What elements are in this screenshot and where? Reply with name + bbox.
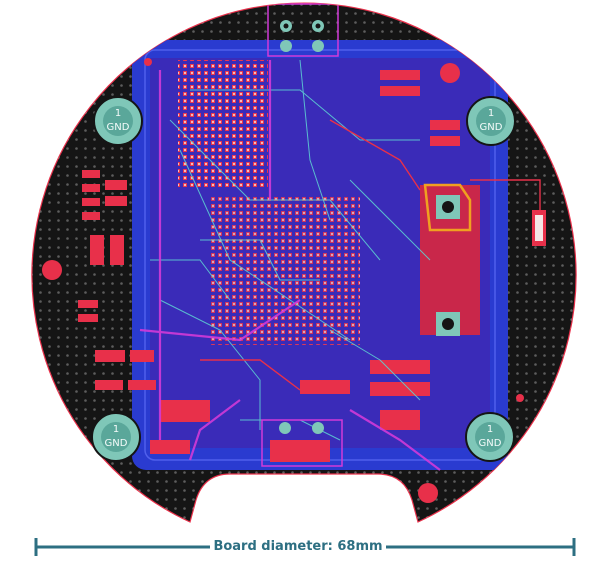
mounting-hole-bottom-left: 1 GND bbox=[91, 412, 141, 462]
mounting-hole-top-right: 1 GND bbox=[466, 96, 516, 146]
bga-footprint bbox=[178, 60, 268, 190]
test-points bbox=[42, 58, 524, 503]
mounting-hole-net: GND bbox=[105, 438, 128, 449]
mounting-hole-number: 1 bbox=[113, 424, 119, 435]
right-connector bbox=[532, 210, 546, 246]
mounting-hole-number: 1 bbox=[488, 108, 494, 119]
bottom-connector bbox=[261, 419, 343, 467]
mounting-hole-bottom-right: 1 GND bbox=[465, 412, 515, 462]
magenta-traces bbox=[139, 60, 441, 471]
top-connector bbox=[267, 3, 339, 57]
mounting-hole-net: GND bbox=[480, 122, 503, 133]
inductor-pads bbox=[423, 183, 472, 336]
red-traces bbox=[200, 119, 541, 391]
mounting-hole-top-left: 1 GND bbox=[93, 96, 143, 146]
mounting-hole-number: 1 bbox=[487, 424, 493, 435]
bga-footprint-main bbox=[210, 195, 360, 345]
mounting-hole-net: GND bbox=[479, 438, 502, 449]
mounting-hole-net: GND bbox=[107, 122, 130, 133]
left-components bbox=[78, 170, 210, 454]
cyan-traces bbox=[150, 59, 431, 441]
dimension-label: Board diameter: 68mm bbox=[210, 538, 386, 556]
mounting-hole-number: 1 bbox=[115, 108, 121, 119]
